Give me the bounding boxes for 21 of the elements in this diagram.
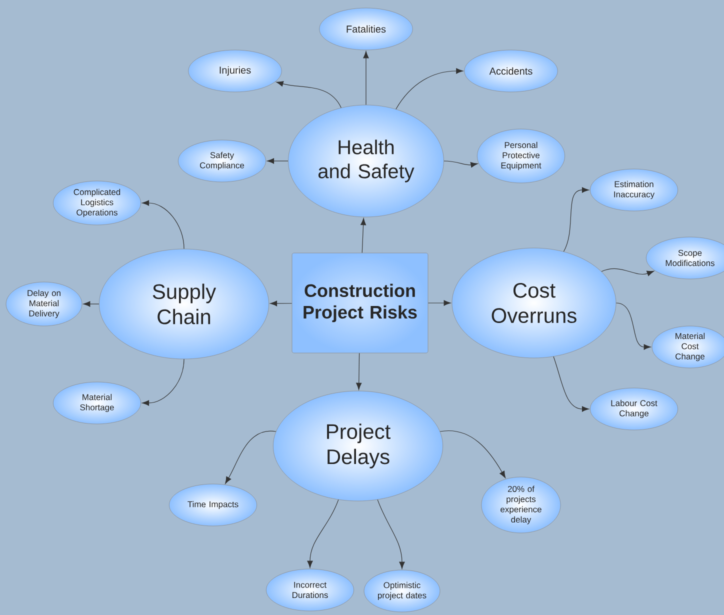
arrow: [377, 499, 405, 569]
arrow: [356, 352, 362, 390]
arrow: [363, 51, 369, 106]
arrow: [270, 300, 292, 306]
arrow: [601, 268, 654, 276]
arrow: [142, 200, 184, 250]
arrow: [563, 187, 590, 252]
arrow: [225, 430, 276, 484]
arrow: [616, 302, 651, 350]
arrow: [142, 358, 184, 406]
arrow: [83, 301, 100, 307]
arrow: [360, 218, 366, 254]
arrow: [553, 356, 590, 412]
arrow: [396, 68, 464, 110]
arrow: [440, 430, 506, 478]
topic-box: Construction Project Risks: [292, 252, 428, 354]
arrow: [276, 81, 342, 108]
arrow: [266, 158, 288, 164]
arrow: [307, 499, 339, 568]
arrow: [428, 300, 451, 306]
arrow: [444, 160, 478, 168]
